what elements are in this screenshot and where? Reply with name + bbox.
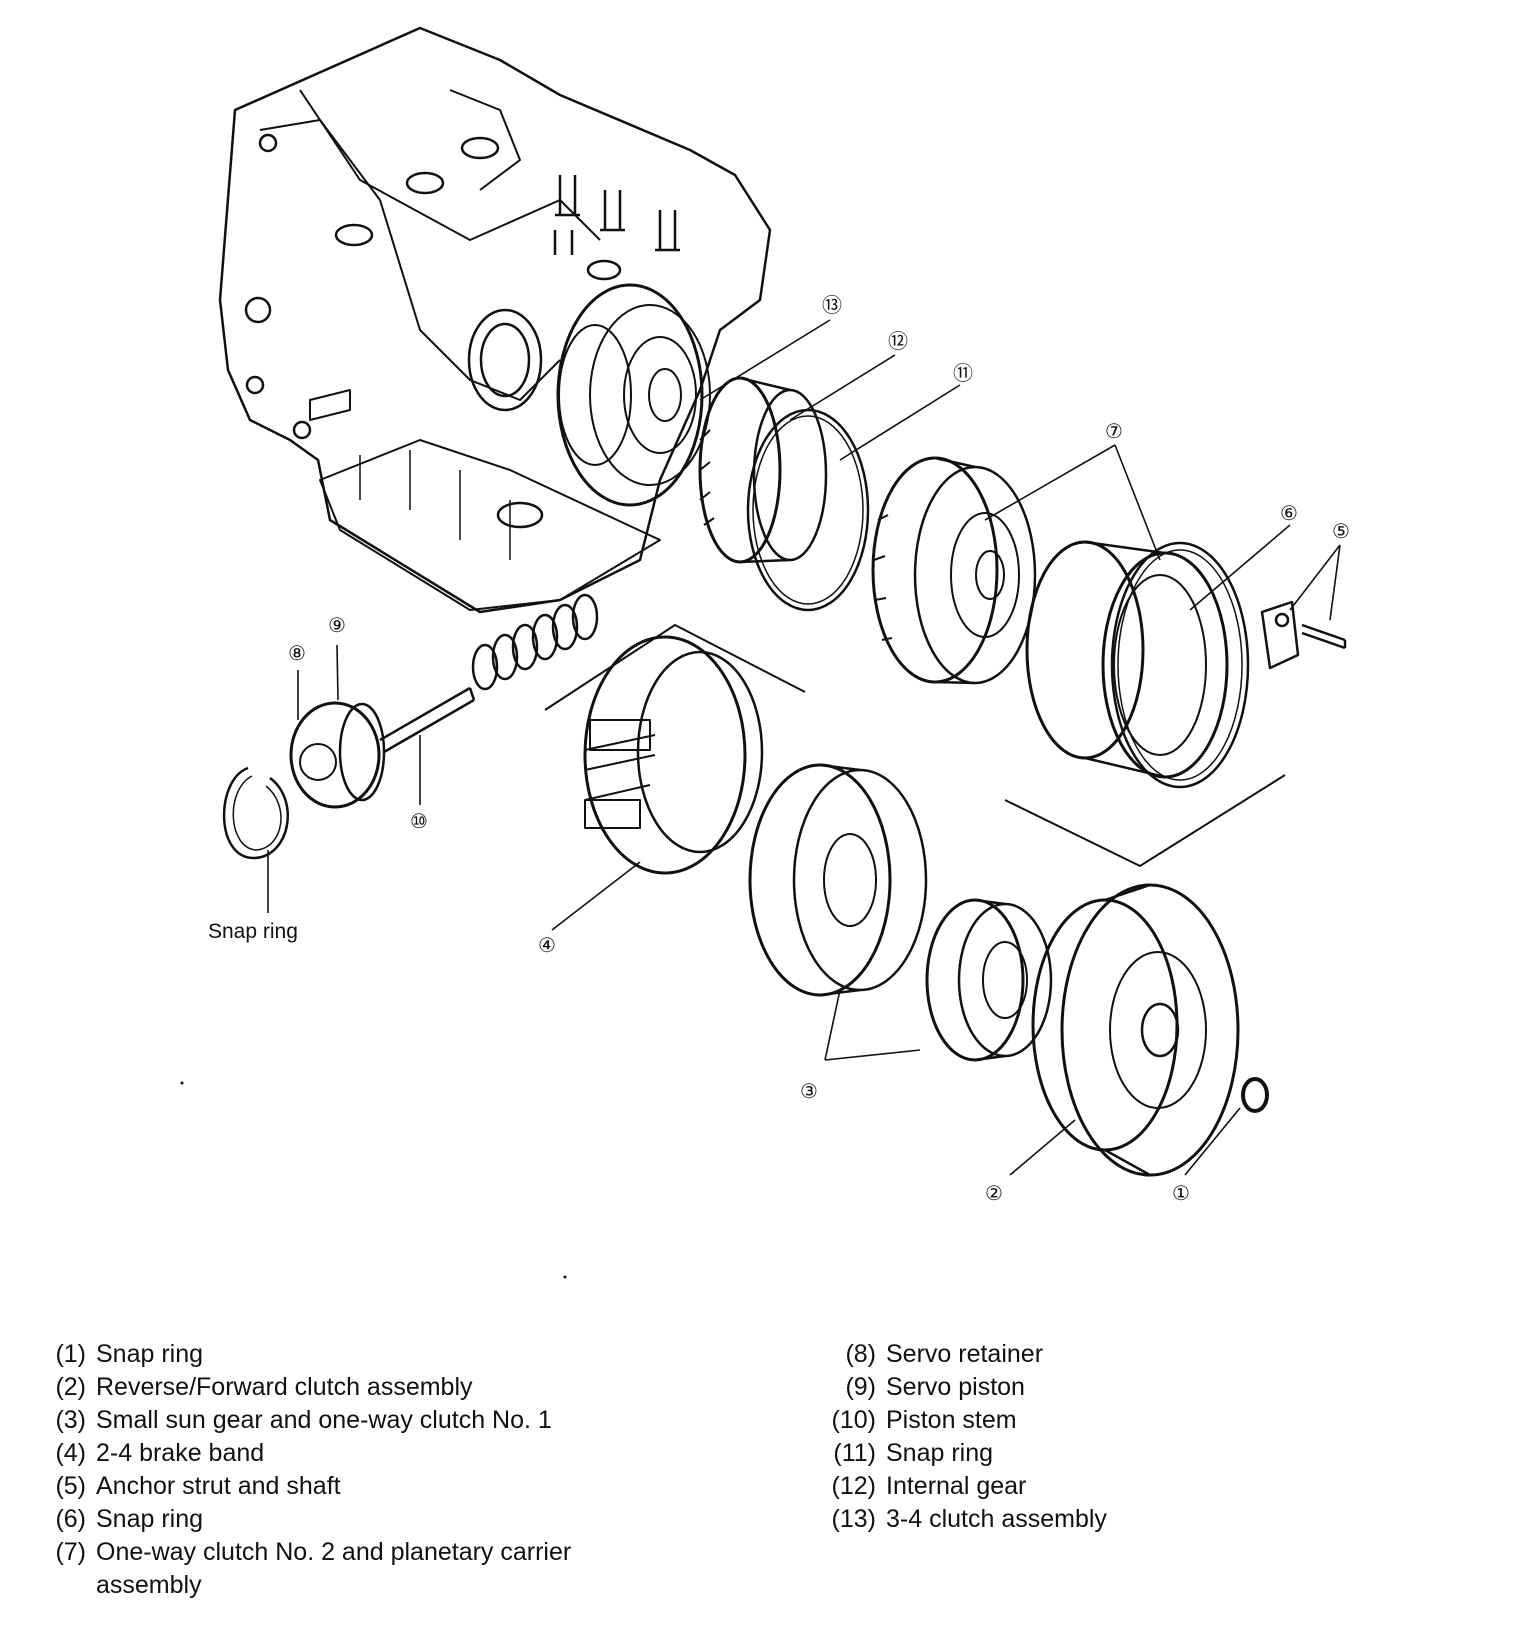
legend-item-13: (13) 3-4 clutch assembly xyxy=(818,1503,1458,1536)
callout-8: ⑧ xyxy=(288,643,306,665)
group-bracket-7 xyxy=(1004,774,1286,867)
callout-3: ③ xyxy=(800,1081,818,1103)
callouts: ⑬ ⑫ ⑪ ⑦ ⑥ ⑤ ⑨ ⑧ ⑩ ④ ③ ② ① xyxy=(288,294,1350,1205)
legend-item-11: (11) Snap ring xyxy=(818,1437,1458,1470)
spring-illustration xyxy=(471,593,599,691)
legend-text: Snap ring xyxy=(96,1340,204,1368)
legend-item-8: (8) Servo retainer xyxy=(818,1338,1458,1371)
legend-number: (9) xyxy=(845,1373,876,1401)
legend-text: Servo retainer xyxy=(886,1340,1044,1368)
callout-2: ② xyxy=(985,1183,1003,1205)
transmission-case-illustration xyxy=(218,26,772,614)
legend-number: (4) xyxy=(55,1439,86,1467)
snap-ring-label: Snap ring xyxy=(208,920,298,943)
callout-6: ⑥ xyxy=(1280,503,1298,525)
legend-text: One-way clutch No. 2 and planetary carri… xyxy=(96,1538,572,1599)
parts-legend: (1) Snap ring (2) Reverse/Forward clutch… xyxy=(38,1338,1498,1618)
callout-10: ⑩ xyxy=(410,811,428,833)
legend-text: Snap ring xyxy=(96,1505,204,1533)
callout-12: ⑫ xyxy=(888,330,908,353)
anchor-strut-illustration xyxy=(1260,600,1347,670)
legend-text: Small sun gear and one-way clutch No. 1 xyxy=(96,1406,552,1434)
legend-text: 2-4 brake band xyxy=(96,1439,265,1467)
callout-13: ⑬ xyxy=(822,294,842,317)
legend-number: (6) xyxy=(55,1505,86,1533)
legend-item-12: (12) Internal gear xyxy=(818,1470,1458,1503)
snap-ring-6-illustration xyxy=(1110,541,1250,789)
legend-item-4: (4) 2-4 brake band xyxy=(38,1437,678,1470)
legend-item-10: (10) Piston stem xyxy=(818,1404,1458,1437)
legend-text: Reverse/Forward clutch assembly xyxy=(96,1373,473,1401)
legend-column-right: (8) Servo retainer (9) Servo piston (10)… xyxy=(818,1338,1458,1536)
callout-4: ④ xyxy=(538,935,556,957)
legend-number: (7) xyxy=(55,1538,86,1566)
legend-text: Anchor strut and shaft xyxy=(96,1472,341,1500)
callout-9: ⑨ xyxy=(328,615,346,637)
legend-number: (13) xyxy=(831,1505,876,1533)
snap-ring-11-illustration xyxy=(746,408,870,612)
legend-number: (2) xyxy=(55,1373,86,1401)
legend-text: Piston stem xyxy=(886,1406,1017,1434)
callout-1: ① xyxy=(1172,1183,1190,1205)
legend-item-7: (7) One-way clutch No. 2 and planetary c… xyxy=(38,1536,678,1602)
legend-item-6: (6) Snap ring xyxy=(38,1503,678,1536)
legend-text: Internal gear xyxy=(886,1472,1027,1500)
legend-item-1: (1) Snap ring xyxy=(38,1338,678,1371)
legend-item-2: (2) Reverse/Forward clutch assembly xyxy=(38,1371,678,1404)
brake-band-illustration xyxy=(544,624,806,875)
reverse-forward-clutch-illustration xyxy=(1031,883,1240,1177)
legend-number: (1) xyxy=(55,1340,86,1368)
legend-number: (8) xyxy=(845,1340,876,1368)
legend-column-left: (1) Snap ring (2) Reverse/Forward clutch… xyxy=(38,1338,678,1602)
legend-number: (12) xyxy=(831,1472,876,1500)
legend-item-9: (9) Servo piston xyxy=(818,1371,1458,1404)
snap-ring-1-illustration xyxy=(1241,1077,1269,1113)
servo-assembly-illustration xyxy=(289,686,476,809)
legend-text: Snap ring xyxy=(886,1439,994,1467)
legend-text: 3-4 clutch assembly xyxy=(886,1505,1107,1533)
internal-gear-illustration xyxy=(698,376,828,564)
legend-item-3: (3) Small sun gear and one-way clutch No… xyxy=(38,1404,678,1437)
exploded-transmission-diagram: ⑬ ⑫ ⑪ ⑦ ⑥ ⑤ ⑨ ⑧ ⑩ ④ ③ ② ① Snap ring xyxy=(180,26,1350,1279)
callout-11: ⑪ xyxy=(953,362,973,385)
legend-text: Servo piston xyxy=(886,1373,1025,1401)
planetary-carrier-illustration xyxy=(871,456,1037,685)
legend-number: (10) xyxy=(831,1406,876,1434)
callout-5: ⑤ xyxy=(1332,521,1350,543)
legend-number: (5) xyxy=(55,1472,86,1500)
legend-number: (3) xyxy=(55,1406,86,1434)
legend-number: (11) xyxy=(833,1439,876,1467)
legend-item-5: (5) Anchor strut and shaft xyxy=(38,1470,678,1503)
leader-lines xyxy=(267,319,1341,1176)
callout-7: ⑦ xyxy=(1105,421,1123,443)
servo-snap-ring-illustration xyxy=(222,766,289,860)
sun-gear-illustration xyxy=(748,763,1053,1062)
